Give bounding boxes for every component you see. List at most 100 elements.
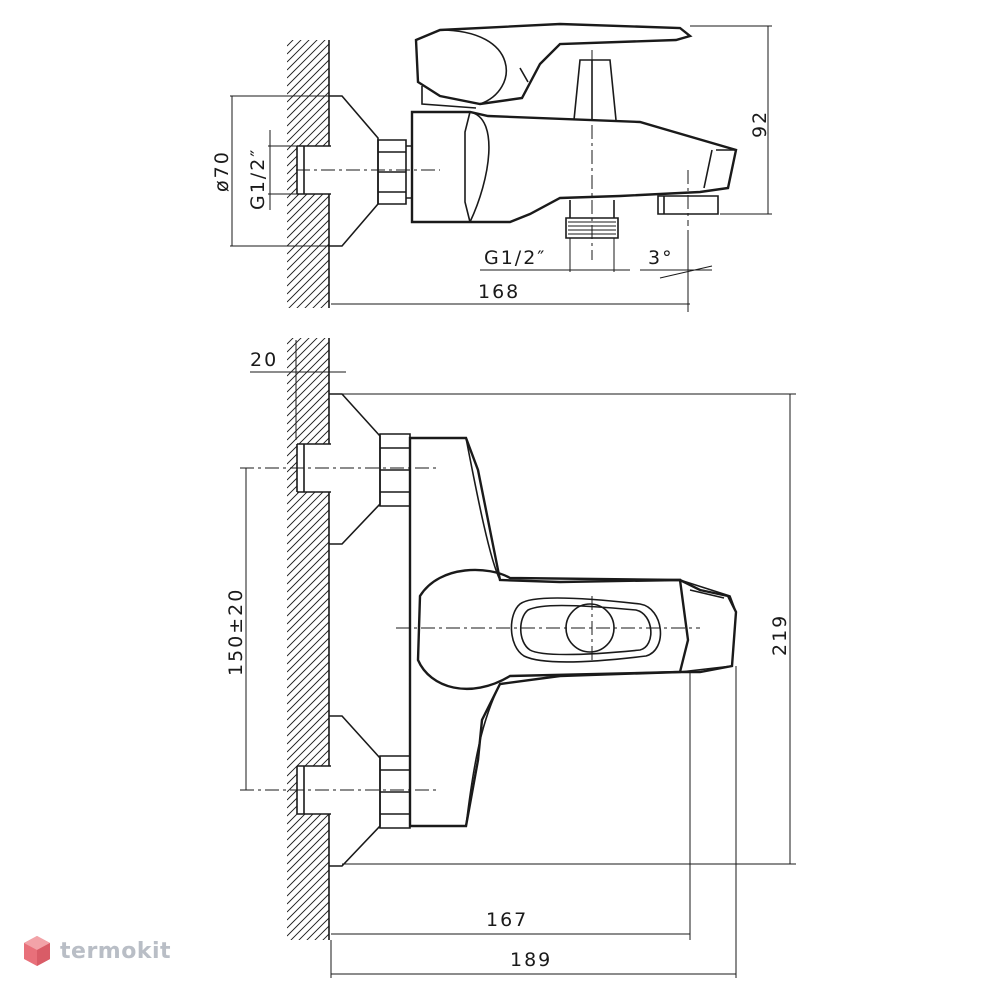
hatch-line [287, 893, 329, 937]
hatch-line [287, 421, 329, 465]
dim-front-height: 219 [769, 614, 791, 656]
diverter-knob [573, 59, 617, 121]
hatch-line [287, 733, 329, 777]
hatch-line [287, 725, 329, 769]
hatch-line [287, 741, 329, 785]
hatch-line [287, 0, 329, 30]
hatch-line [287, 974, 329, 1000]
hatch-line [287, 533, 329, 577]
hatch-line [287, 525, 329, 569]
hatch-line [287, 338, 318, 369]
hatch-line [287, 373, 329, 417]
hatch-line [287, 0, 329, 22]
hatch-line [287, 243, 329, 287]
hatch-line [287, 653, 329, 697]
hatch-line [287, 211, 329, 255]
hatch-line [287, 589, 329, 633]
hatch-line [287, 43, 329, 87]
handle-slot [510, 597, 662, 663]
hatch-line [287, 950, 329, 992]
hatch-line [287, 123, 329, 167]
hatch-line [287, 693, 329, 737]
hatch-line [304, 283, 329, 308]
hatch-line [287, 493, 329, 537]
hatch-line [312, 291, 329, 308]
hatch-line [287, 861, 329, 905]
lower-flange [329, 715, 381, 867]
brand-cube-icon [24, 936, 50, 966]
hatch-line [287, 341, 329, 385]
hatch-line [290, 901, 329, 940]
hatch-line [287, 413, 329, 457]
hatch-line [287, 982, 329, 1000]
hatch-line [328, 307, 329, 308]
hatch-line [287, 853, 329, 897]
hatch-line [287, 251, 329, 295]
hatch-line [287, 195, 329, 239]
hatch-line [287, 259, 329, 303]
hatch-line [287, 637, 329, 681]
hatch-line [322, 933, 329, 940]
dim-side-height: 92 [749, 110, 771, 138]
hatch-line [287, 338, 294, 345]
hatch-line [287, 613, 329, 657]
hatch-line [287, 286, 329, 328]
hatch-line [287, 115, 329, 159]
wall-hatch-bottom [287, 286, 329, 1000]
hatch-line [287, 294, 329, 336]
hatch-line [287, 501, 329, 545]
hatch-line [287, 813, 329, 857]
hatch-line [287, 942, 329, 984]
hatch-line [314, 925, 329, 940]
hatch-line [287, 621, 329, 665]
hatch-line [287, 717, 329, 761]
hatch-line [287, 357, 329, 401]
hatch-line [287, 187, 329, 231]
upper-flange [329, 393, 381, 545]
hatch-line [287, 75, 329, 119]
hatch-line [287, 517, 329, 561]
hatch-line [287, 40, 318, 71]
hatch-line [287, 990, 329, 1000]
hatch-line [287, 0, 329, 38]
hatch-line [287, 869, 329, 913]
hatch-line [287, 597, 329, 641]
side-view: ø70 G1/2″ 92 G1/2″ 3° 168 [211, 0, 772, 312]
hatch-line [287, 203, 329, 247]
hatch-line [287, 365, 329, 409]
hatch-line [287, 549, 329, 593]
hatch-line [287, 821, 329, 865]
hatch-line [287, 829, 329, 873]
hatch-line [287, 349, 329, 393]
front-view: 20 150±20 219 167 [225, 286, 796, 1000]
hatch-line [287, 837, 329, 881]
hatch-line [287, 99, 329, 143]
lever-handle [414, 22, 693, 106]
dim-inlet-thread: G1/2″ [247, 148, 269, 210]
hatch-line [287, 389, 329, 433]
hatch-line [287, 40, 326, 79]
hatch-line [287, 397, 329, 441]
dim-angle: 3° [648, 247, 674, 269]
hatch-line [287, 509, 329, 553]
brand-logo: termokit [22, 934, 171, 968]
front-handle [416, 568, 690, 691]
hatch-line [287, 338, 326, 377]
dim-wall-offset: 20 [250, 349, 278, 371]
hatch-line [287, 91, 329, 135]
hatch-line [287, 227, 329, 271]
spout-aerator [657, 195, 719, 215]
hatch-line [287, 573, 329, 617]
dim-centers: 150±20 [225, 588, 247, 676]
hatch-line [287, 83, 329, 127]
dim-outlet-thread: G1/2″ [484, 247, 546, 269]
dim-diameter: ø70 [211, 150, 233, 192]
hatch-line [287, 541, 329, 585]
hatch-line [287, 877, 329, 921]
hatch-line [287, 235, 329, 279]
hatch-line [287, 605, 329, 649]
hatch-line [287, 629, 329, 673]
hatch-line [287, 40, 310, 63]
hatch-line [287, 485, 329, 529]
hatch-line [320, 299, 329, 308]
